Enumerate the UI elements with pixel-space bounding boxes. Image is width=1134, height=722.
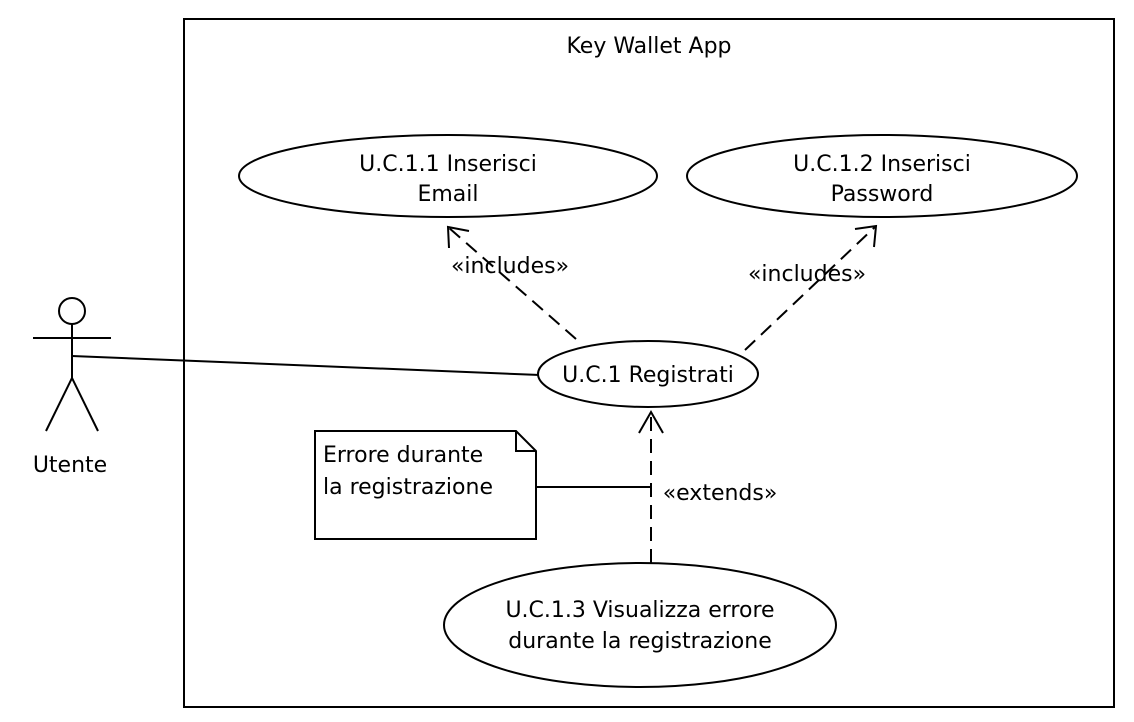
extend-arrowhead bbox=[638, 409, 664, 434]
use-case-inserisci-password bbox=[686, 134, 1078, 218]
include-password-label: «includes» bbox=[748, 262, 866, 287]
include-password-arrowhead bbox=[854, 224, 878, 248]
use-case-inserisci-email bbox=[238, 134, 658, 218]
actor-right-leg bbox=[71, 377, 99, 432]
use-case-errore-line-2: durante la registrazione bbox=[508, 629, 772, 654]
note-text-line-2: la registrazione bbox=[323, 475, 493, 500]
use-case-password-line-2: Password bbox=[831, 182, 934, 207]
actor-association-line bbox=[71, 355, 541, 376]
use-case-email-line-2: Email bbox=[417, 182, 478, 207]
use-case-registrati-label: U.C.1 Registrati bbox=[562, 363, 734, 388]
use-case-errore-line-1: U.C.1.3 Visualizza errore bbox=[505, 598, 774, 623]
note-text-line-1: Errore durante bbox=[323, 443, 483, 468]
system-boundary bbox=[183, 18, 1115, 708]
note-fold bbox=[515, 431, 536, 452]
use-case-registrati bbox=[537, 340, 759, 408]
use-case-visualizza-errore bbox=[443, 562, 837, 688]
actor-name: Utente bbox=[33, 453, 107, 478]
include-email-label: «includes» bbox=[451, 254, 569, 279]
extend-label: «extends» bbox=[663, 481, 778, 506]
actor-left-leg bbox=[45, 377, 73, 432]
include-password-line bbox=[744, 225, 877, 351]
actor-figure bbox=[33, 297, 111, 432]
system-title: Key Wallet App bbox=[566, 34, 731, 59]
actor-head bbox=[58, 297, 86, 325]
note-box bbox=[314, 430, 537, 540]
use-case-email-line-1: U.C.1.1 Inserisci bbox=[359, 152, 537, 177]
include-email-arrowhead bbox=[446, 225, 470, 249]
use-case-password-line-1: U.C.1.2 Inserisci bbox=[793, 152, 971, 177]
include-email-line bbox=[447, 226, 577, 340]
